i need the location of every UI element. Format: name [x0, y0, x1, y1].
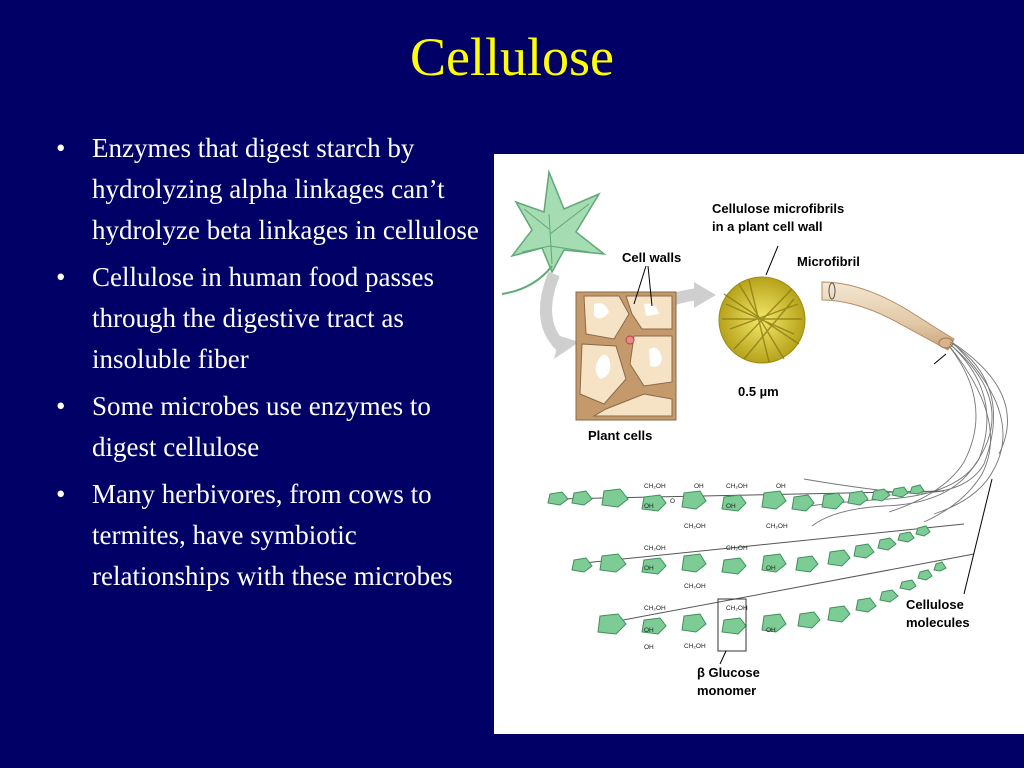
bullet-dot: • [56, 262, 66, 292]
bullet-text: Enzymes that digest starch by hydrolyzin… [92, 133, 479, 245]
oh-label: OH [766, 565, 776, 572]
chain-row [571, 523, 965, 575]
oh-label: OH [694, 483, 704, 490]
microfibril-label: Microfibril [797, 254, 860, 269]
bullet-item: • Some microbes use enzymes to digest cel… [52, 386, 482, 468]
oh-label: OH [644, 565, 654, 572]
glucose-label-line1: β Glucose [697, 665, 760, 680]
bullet-item: • Cellulose in human food passes through … [52, 257, 482, 380]
oh-label: OH [644, 644, 654, 651]
bullet-dot: • [56, 133, 66, 163]
ch2oh-label: CH₂OH [684, 643, 706, 650]
unraveling-strands [803, 341, 1008, 527]
bullet-dot: • [56, 479, 66, 509]
oh-label: OH [644, 503, 654, 510]
cell-walls-label: Cell walls [622, 250, 681, 265]
plant-cells-image [575, 291, 677, 421]
o-label: O [670, 498, 675, 505]
chain-row [597, 553, 975, 635]
ch2oh-label: CH₂OH [766, 523, 788, 530]
leaf-icon [501, 169, 607, 295]
arrowhead-icon [694, 282, 716, 308]
ch2oh-label: CH₂OH [726, 605, 748, 612]
bullet-text: Many herbivores, from cows to termites, … [92, 479, 453, 591]
cellulose-chains: CH₂OH OH CH₂OH OH OH O OH CH₂OH CH₂OH CH… [547, 483, 975, 651]
bullet-dot: • [56, 391, 66, 421]
bullet-item: • Enzymes that digest starch by hydrolyzi… [52, 128, 482, 251]
arrowhead-icon [554, 336, 579, 359]
oh-label: OH [776, 483, 786, 490]
bullet-text: Cellulose in human food passes through t… [92, 262, 434, 374]
scale-label: 0.5 µm [738, 384, 779, 399]
glucose-label-line2: monomer [697, 683, 756, 698]
bullet-list: • Enzymes that digest starch by hydrolyzi… [52, 128, 482, 603]
ch2oh-label: CH₂OH [684, 583, 706, 590]
plant-cells-label: Plant cells [588, 428, 652, 443]
microfibrils-label-line1: Cellulose microfibrils [712, 201, 844, 216]
ch2oh-label: CH₂OH [644, 605, 666, 612]
oh-label: OH [726, 503, 736, 510]
microfibrils-label-line2: in a plant cell wall [712, 219, 823, 234]
oh-label: OH [644, 627, 654, 634]
bullet-item: • Many herbivores, from cows to termites,… [52, 474, 482, 597]
cellulose-molecules-label-line1: Cellulose [906, 597, 964, 612]
microfibrils-image [718, 276, 806, 364]
oh-label: OH [766, 627, 776, 634]
ch2oh-label: CH₂OH [726, 483, 748, 490]
slide-title: Cellulose [410, 27, 614, 87]
ch2oh-label: CH₂OH [644, 483, 666, 490]
cellulose-figure: CH₂OH OH CH₂OH OH OH O OH CH₂OH CH₂OH CH… [494, 154, 1024, 734]
figure-svg: CH₂OH OH CH₂OH OH OH O OH CH₂OH CH₂OH CH… [501, 169, 1008, 698]
glucose-monomer-box [717, 598, 747, 652]
ch2oh-label: CH₂OH [684, 523, 706, 530]
chain-row [547, 484, 945, 512]
bullet-text: Some microbes use enzymes to digest cell… [92, 391, 431, 462]
ch2oh-label: CH₂OH [726, 545, 748, 552]
ch2oh-label: CH₂OH [644, 545, 666, 552]
microfibril-rope [821, 281, 955, 351]
cellulose-molecules-label-line2: molecules [906, 615, 970, 630]
